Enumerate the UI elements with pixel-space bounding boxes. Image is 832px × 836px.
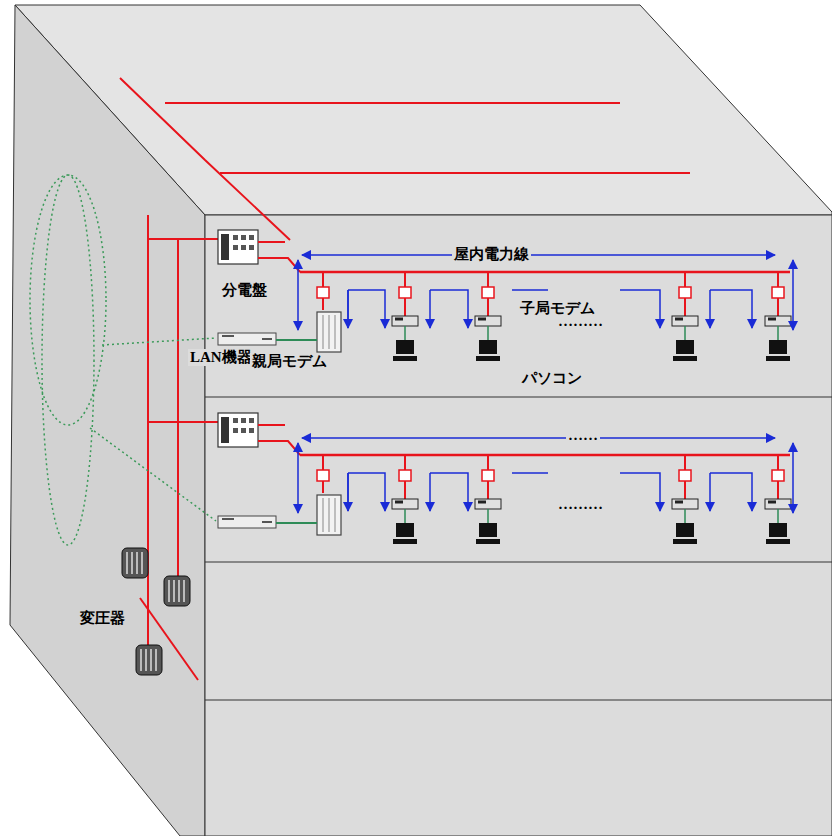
part-label: パソコン [520,370,584,387]
part-label: 親局モデム [250,353,329,370]
transformer-icon [122,548,148,578]
network-ellipse [30,175,106,425]
ellipsis-mark: ……… [556,496,605,513]
floor-line [205,397,832,700]
building-front [205,215,832,836]
part-label: LAN機器 [188,349,254,366]
ellipsis-mark: …… [566,427,600,444]
part-label: 変圧器 [78,610,127,627]
floor-2-wiring [148,413,793,544]
ellipsis-mark: ……… [556,313,605,330]
wire-label: 屋内電力線 [452,246,531,263]
building-side [10,5,205,836]
floor-1-wiring [148,230,793,361]
power-wire [120,78,690,240]
part-label: 分電盤 [220,282,269,299]
transformer-icon [136,645,162,675]
transformer-icon [164,576,190,606]
network-ellipse [42,175,94,545]
